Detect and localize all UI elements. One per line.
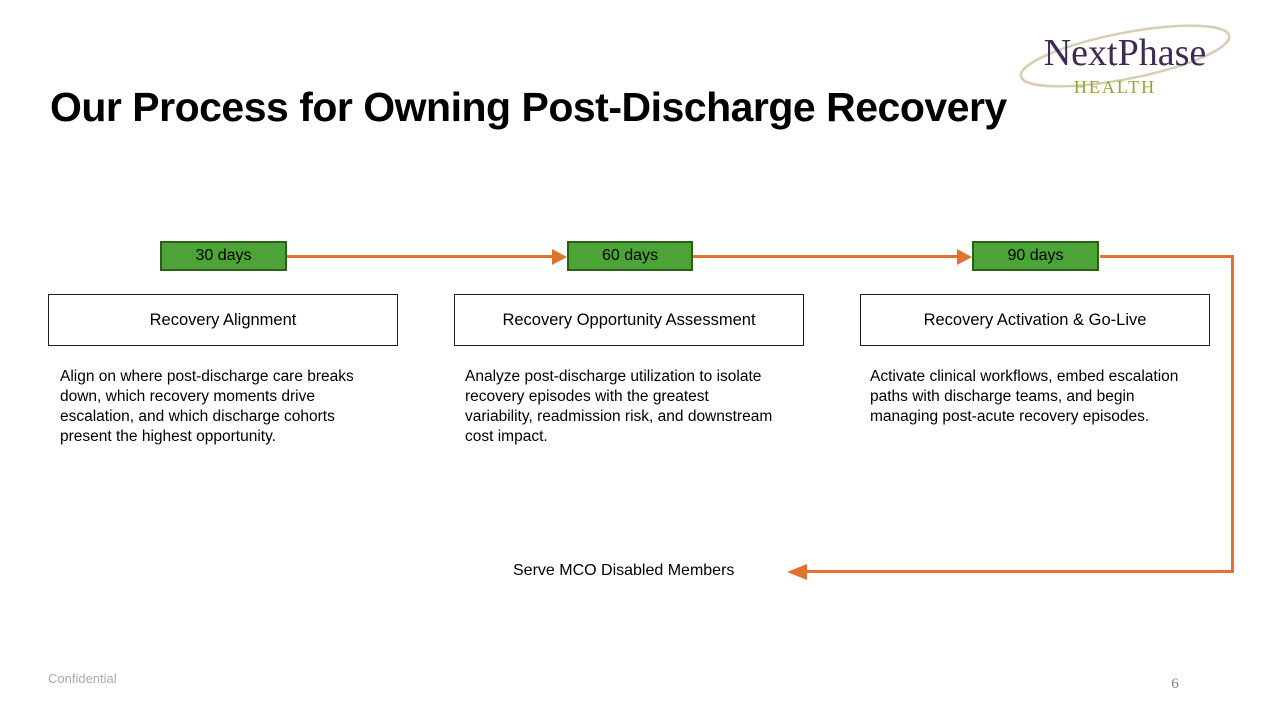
arrowhead-to-loop-label-icon xyxy=(787,564,807,580)
stage-box-recovery-alignment: Recovery Alignment xyxy=(48,294,398,346)
arrowhead-to-90-days-icon xyxy=(957,249,972,265)
nextphase-logo: NextPhase HEALTH xyxy=(1005,16,1245,111)
slide-title: Our Process for Owning Post-Discharge Re… xyxy=(50,84,1007,130)
duration-chip-60-days: 60 days xyxy=(567,241,693,271)
stage-box-recovery-activation-go-live: Recovery Activation & Go-Live xyxy=(860,294,1210,346)
logo-wordmark: NextPhase xyxy=(1043,32,1207,74)
connector-line-loop-bottom xyxy=(806,570,1234,573)
logo-swoosh-icon xyxy=(1019,24,1231,88)
loop-label-serve-mco: Serve MCO Disabled Members xyxy=(513,562,735,579)
connector-line-vertical xyxy=(1231,255,1234,573)
connector-line-90-to-edge xyxy=(1100,255,1234,258)
stage-description-1: Align on where post-discharge care break… xyxy=(60,368,354,445)
duration-chip-30-days: 30 days xyxy=(160,241,287,271)
duration-chip-90-days: 90 days xyxy=(972,241,1099,271)
stage-description-2: Analyze post-discharge utilization to is… xyxy=(465,368,773,445)
connector-line-60-to-90 xyxy=(693,255,958,258)
connector-line-30-to-60 xyxy=(287,255,553,258)
arrowhead-to-60-days-icon xyxy=(552,249,567,265)
stage-box-recovery-opportunity-assessment: Recovery Opportunity Assessment xyxy=(454,294,804,346)
stage-description-3: Activate clinical workflows, embed escal… xyxy=(870,368,1179,425)
page-number: 6 xyxy=(1171,676,1179,692)
logo-subtitle: HEALTH xyxy=(1073,77,1157,97)
confidential-label: Confidential xyxy=(48,671,117,686)
